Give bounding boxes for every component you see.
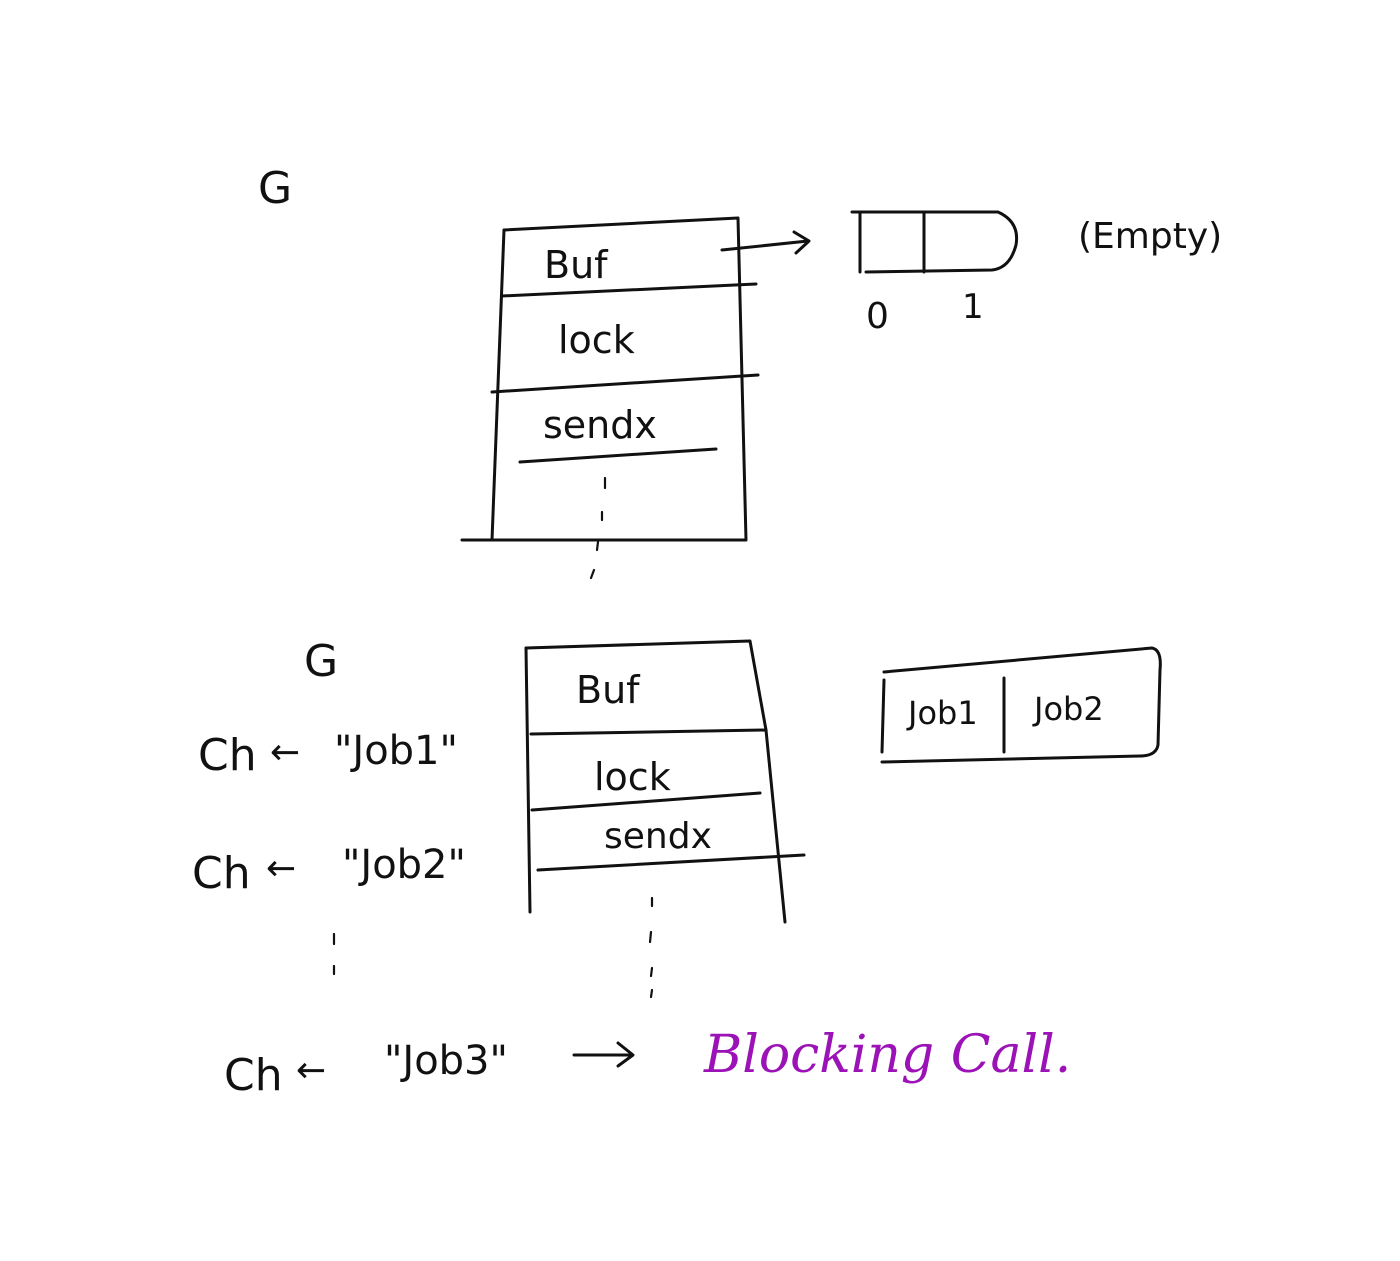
top-struct-divider-2	[490, 373, 760, 394]
top-struct-left-edge	[490, 228, 506, 542]
bottom-goroutine-label: G	[304, 636, 338, 687]
top-struct-outline	[460, 216, 748, 542]
blocking-call-label: Blocking Call.	[703, 1025, 1071, 1085]
bottom-buffer-slot-job2: Job2	[1032, 690, 1104, 728]
top-buffer-empty-note: (Empty)	[1078, 216, 1222, 257]
bottom-buffer-outline	[880, 646, 1162, 764]
send-statement-1: Ch ← "Job1"	[198, 728, 458, 781]
send-statement-3: Ch ← "Job3"	[224, 1038, 508, 1101]
bottom-channel-struct	[524, 639, 806, 999]
top-channel-struct	[460, 216, 760, 580]
send-3-arrow: ←	[296, 1050, 326, 1091]
top-field-lock: lock	[558, 318, 635, 362]
bottom-struct-divider-3	[536, 853, 806, 872]
top-buffer-outline	[850, 210, 1019, 274]
top-struct-divider-1	[500, 282, 758, 298]
top-buffer-index-1: 1	[962, 287, 984, 327]
bottom-buffer-slot-job1: Job1	[906, 694, 978, 732]
bottom-field-lock: lock	[594, 755, 671, 799]
send-statement-2: Ch ← "Job2"	[192, 842, 466, 899]
top-field-sendx: sendx	[543, 403, 657, 447]
send-2-value: "Job2"	[342, 842, 466, 888]
bottom-struct-left-edge	[524, 646, 532, 914]
top-struct-divider-3	[518, 447, 718, 464]
bottom-struct-divider-1	[529, 728, 768, 736]
bottom-struct-right-edge	[524, 639, 787, 924]
bottom-buffer-left-edge	[880, 678, 886, 754]
send-2-channel: Ch	[192, 848, 251, 899]
bottom-struct-divider-2	[530, 791, 762, 812]
bottom-full-buffer	[880, 646, 1162, 764]
top-buffer-index-0: 0	[866, 296, 889, 337]
bottom-field-sendx: sendx	[604, 816, 712, 857]
top-goroutine-label: G	[258, 163, 292, 214]
send-1-value: "Job1"	[334, 728, 458, 774]
send-1-channel: Ch	[198, 730, 257, 781]
top-field-buf: Buf	[544, 243, 609, 287]
send-2-arrow: ←	[266, 848, 296, 889]
blocking-result-arrow	[572, 1041, 635, 1068]
send-3-channel: Ch	[224, 1050, 283, 1101]
top-empty-buffer	[850, 210, 1019, 274]
bottom-struct-ellipsis-dots	[648, 896, 654, 999]
bottom-field-buf: Buf	[576, 668, 641, 712]
top-struct-ellipsis-dots	[589, 476, 607, 580]
send-1-arrow: ←	[270, 732, 300, 773]
top-buf-pointer-arrow	[720, 230, 811, 255]
send-3-value: "Job3"	[384, 1038, 508, 1084]
